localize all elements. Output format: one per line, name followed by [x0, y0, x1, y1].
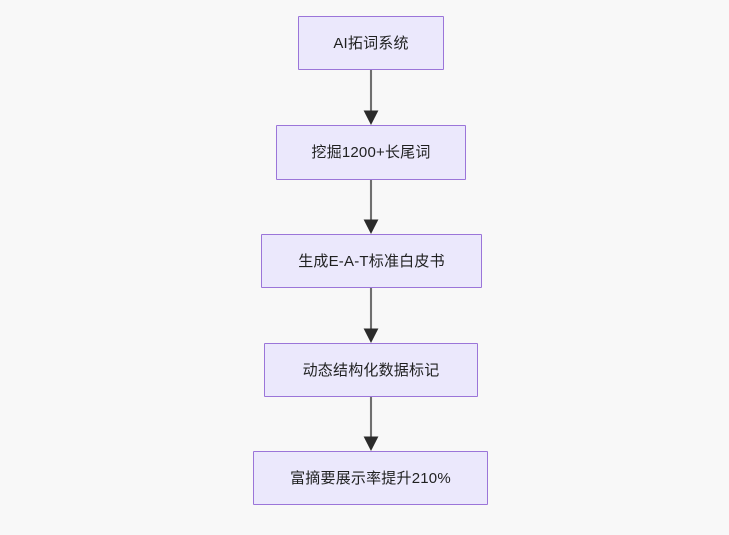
- arrowhead-icon: [363, 110, 379, 125]
- arrowhead-icon: [363, 219, 379, 234]
- flowchart-node-ai-keyword-expansion-system[interactable]: AI拓词系统: [298, 16, 444, 70]
- edge-node2-to-node3: [363, 180, 379, 234]
- edge-node1-to-node2: [363, 70, 379, 125]
- node-label: 挖掘1200+长尾词: [311, 144, 431, 161]
- flowchart-node-dynamic-structured-data-markup[interactable]: 动态结构化数据标记: [264, 343, 478, 397]
- flowchart-node-mine-longtail-keywords[interactable]: 挖掘1200+长尾词: [276, 125, 466, 180]
- node-label: AI拓词系统: [333, 34, 409, 52]
- edge-node4-to-node5: [363, 397, 379, 451]
- flowchart-node-generate-eat-whitepaper[interactable]: 生成E-A-T标准白皮书: [261, 234, 482, 288]
- node-label: 生成E-A-T标准白皮书: [298, 252, 445, 270]
- arrowhead-icon: [363, 436, 379, 451]
- arrowhead-icon: [363, 328, 379, 343]
- node-label: 动态结构化数据标记: [302, 361, 440, 379]
- flowchart-node-rich-snippet-impression-uplift[interactable]: 富摘要展示率提升210%: [253, 451, 488, 505]
- edge-node3-to-node4: [363, 288, 379, 343]
- node-label: 富摘要展示率提升210%: [290, 469, 451, 487]
